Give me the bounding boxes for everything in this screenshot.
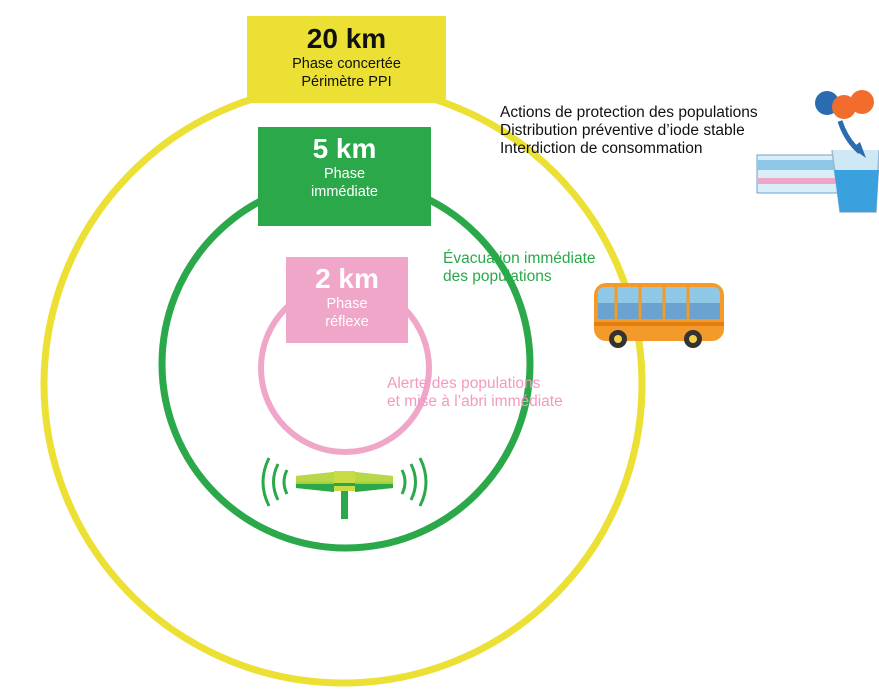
- zone-5km-distance: 5 km: [312, 133, 377, 164]
- zone-2km-line1: Phase: [326, 296, 368, 312]
- bus-icon: [594, 283, 724, 348]
- siren-icon: [261, 457, 428, 519]
- iodine-tablet-icon: [756, 90, 879, 213]
- zone-5km-line1: Phase: [323, 166, 366, 182]
- protection-actions-text: Actions de protection des populations Di…: [500, 104, 758, 158]
- alert-line-1: Alerte des populations: [387, 375, 541, 392]
- zone-2km-line2: réflexe: [325, 314, 369, 330]
- zone-5km-label: 5 km Phase immédiate: [258, 127, 431, 226]
- protection-line-2: Distribution préventive d’iode stable: [500, 122, 745, 139]
- zone-20km-distance: 20 km: [306, 23, 387, 54]
- zone-20km-line1: Phase concertée: [292, 56, 401, 72]
- evacuation-text: Évacuation immédiate des populations: [443, 250, 596, 286]
- zone-5km-line2: immédiate: [311, 184, 378, 200]
- zone-20km-label: 20 km Phase concertée Périmètre PPI: [247, 16, 446, 103]
- protection-line-3: Interdiction de consommation: [500, 140, 703, 157]
- zone-2km-distance: 2 km: [315, 263, 379, 294]
- zone-2km-label: 2 km Phase réflexe: [286, 257, 408, 343]
- alert-text: Alerte des populations et mise à l’abri …: [387, 375, 563, 411]
- evacuation-line-2: des populations: [443, 268, 552, 285]
- zone-20km-line2: Périmètre PPI: [301, 74, 392, 90]
- protection-line-1: Actions de protection des populations: [500, 104, 758, 121]
- alert-line-2: et mise à l’abri immédiate: [387, 393, 563, 410]
- evacuation-line-1: Évacuation immédiate: [443, 250, 596, 267]
